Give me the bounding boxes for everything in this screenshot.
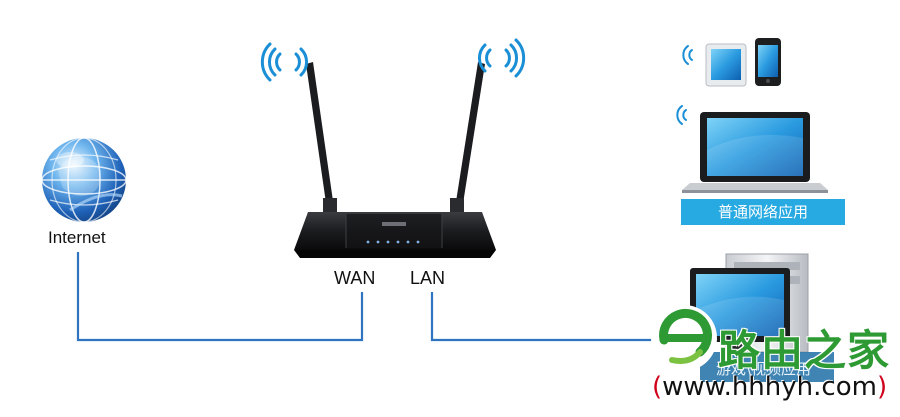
- normal-network-use-caption: 普通网络应用: [681, 199, 845, 225]
- laptop-icon: [682, 112, 828, 193]
- tablet-icon: [705, 43, 747, 87]
- wifi-signal-icon: [676, 105, 687, 125]
- desktop-computer-icon: [690, 253, 834, 382]
- watermark-paren-close: ): [876, 372, 888, 402]
- watermark-url-text: www.hhhyh.com: [662, 372, 877, 402]
- wan-port-label: WAN: [334, 268, 376, 288]
- lan-cable: [430, 292, 660, 342]
- wifi-signal-icon: [260, 38, 526, 82]
- wan-cable: [76, 252, 364, 342]
- watermark-url: (www.hhhyh.com): [652, 372, 887, 402]
- lan-port-label: LAN: [410, 268, 446, 288]
- site-logo-icon: [651, 305, 717, 371]
- smartphone-icon: [755, 38, 781, 86]
- internet-label: Internet: [48, 228, 106, 247]
- wireless-router-icon: [294, 62, 496, 258]
- game-video-use-caption: 游戏\视频应用: [716, 360, 812, 378]
- wifi-signal-icon: [682, 45, 693, 65]
- watermark-paren-open: (: [652, 372, 663, 402]
- globe-icon: [41, 137, 127, 223]
- watermark-site-name: 路由之家: [718, 326, 891, 375]
